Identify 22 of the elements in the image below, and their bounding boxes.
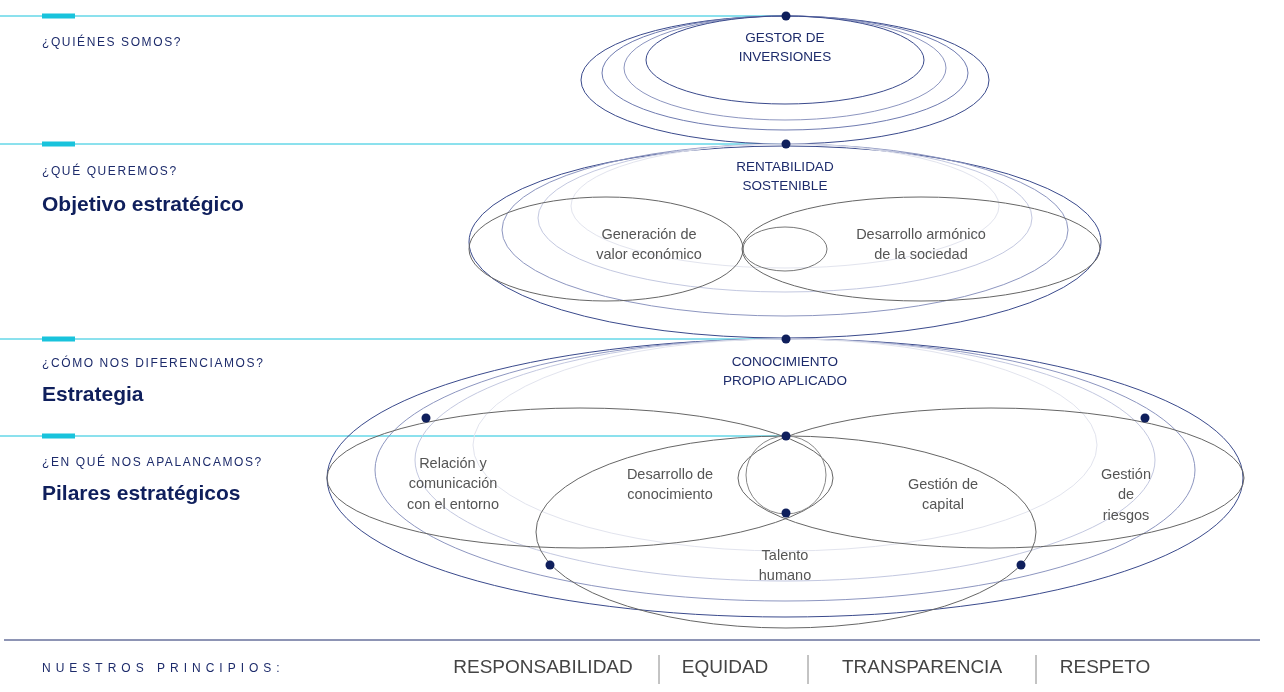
section-question: ¿EN QUÉ NOS APALANCAMOS? xyxy=(42,454,263,471)
ellipse-label: Talento humano xyxy=(757,546,813,586)
ellipse-label: GESTOR DE INVERSIONES xyxy=(737,29,833,66)
section-question: ¿QUIÉNES SOMOS? xyxy=(42,34,183,51)
ellipse-label: Relación y comunicación con el entorno xyxy=(406,454,500,514)
section-question: NUESTROS PRINCIPIOS: xyxy=(42,660,285,677)
ellipse-label: Desarrollo de conocimiento xyxy=(625,465,715,505)
ellipse-label: RENTABILIDAD SOSTENIBLE xyxy=(735,158,835,195)
principle-label: EQUIDAD xyxy=(680,655,770,679)
principle-label: RESPONSABILIDAD xyxy=(452,655,634,679)
section-question: ¿CÓMO NOS DIFERENCIAMOS? xyxy=(42,355,265,372)
ellipse-label: Desarrollo armónico de la sociedad xyxy=(855,225,987,265)
principle-label: RESPETO xyxy=(1058,655,1152,679)
section-heading: Objetivo estratégico xyxy=(42,191,244,217)
ellipse-label: Gestión de riesgos xyxy=(1100,465,1152,525)
section-question: ¿QUÉ QUEREMOS? xyxy=(42,163,178,180)
principle-label: TRANSPARENCIA xyxy=(840,655,1004,679)
ellipse-label: Gestión de capital xyxy=(906,475,980,515)
section-heading: Estrategia xyxy=(42,381,144,407)
ellipse-label: CONOCIMIENTO PROPIO APLICADO xyxy=(722,353,848,390)
ellipse-label: Generación de valor económico xyxy=(595,225,703,265)
section-heading: Pilares estratégicos xyxy=(42,480,241,506)
